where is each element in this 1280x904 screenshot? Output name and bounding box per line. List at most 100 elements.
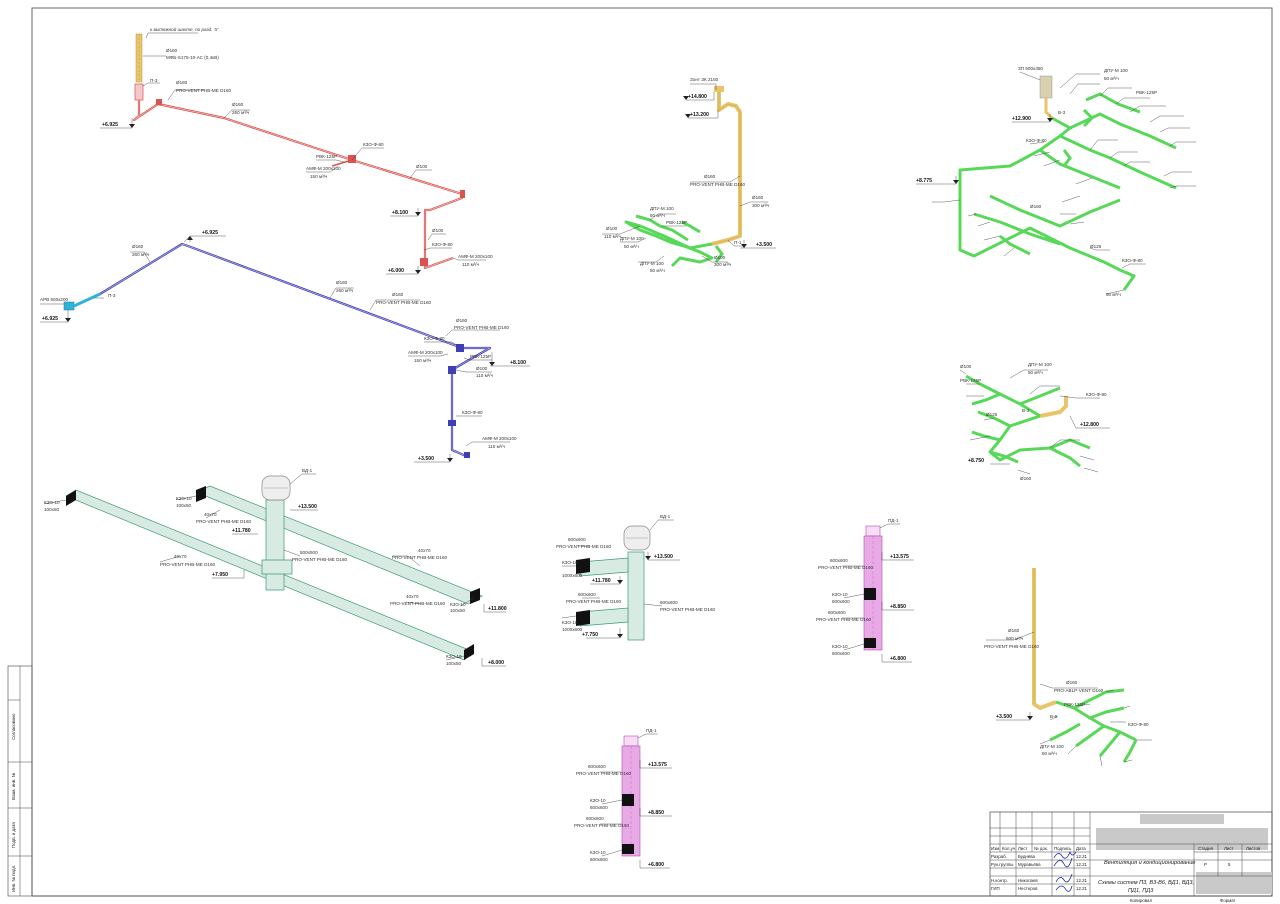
red-label-kzo-a: КЗО-Ф-80 — [363, 142, 384, 147]
pink1-label-kzo-b: КЗО-10 — [832, 644, 848, 649]
system-green-1: ЗП 500х350 +12.900 +8.775 КЗО-Ф-80 В-3 Д… — [916, 66, 1196, 297]
yellow-label-dpv-b: ДПУ-М 100 — [620, 236, 644, 241]
green1-level-a: +12.900 — [1012, 116, 1031, 122]
system-green-2: Ø100 ДПУ-М 100 50 м³/ч РВК-125Р В-3 +12.… — [959, 362, 1110, 481]
yellow-label-flow-a: 110 м³/ч — [604, 234, 622, 239]
yellow-label-flow-c: 50 м³/ч — [624, 244, 639, 249]
red-label-amf-b: АМФ-М 200х100 — [458, 254, 493, 259]
green3-label-dpv: ДПУ-М 100 — [1040, 744, 1064, 749]
tb-gip-name: Нестеров — [1018, 886, 1038, 891]
red-label-d160-a: Ø160 — [166, 48, 178, 53]
pink2-level-a: +13.575 — [648, 762, 667, 768]
green3-label-flow-b: 50 м³/ч — [1042, 751, 1057, 756]
blue-level-bot: +3.500 — [418, 456, 434, 462]
pink2-label-pro-b: PRO-VENT PHB-ME D160 — [574, 823, 629, 828]
duct1-label-size-i: 100х50 — [446, 661, 462, 666]
duct2-label-pro-c: PRO-VENT PHB-ME D160 — [660, 607, 715, 612]
blue-label-d160-d: Ø160 — [456, 318, 468, 323]
duct2-label-size-e: 1000х600 — [562, 627, 583, 632]
duct2-label-kzo-a: КЗО-10 — [562, 560, 578, 565]
system-red-exhaust: к вытяжной шахте, по разд. 'Х' Ø160 МФБ-… — [100, 26, 493, 275]
green2-label-d160: Ø160 — [1020, 476, 1032, 481]
green2-label-dpv: ДПУ-М 100 — [1028, 362, 1052, 367]
system-pink-1: ПД-1 +13.575 600х600 PRO-VENT PHB-ME D16… — [816, 518, 914, 663]
yellow-label-flow: 300 м³/ч — [752, 203, 770, 208]
green2-label-d125: Ø125 — [986, 412, 998, 417]
tb-stage-v: Р — [1204, 862, 1207, 867]
tb-lists-h: Листов — [1246, 846, 1261, 851]
red-level-bot: +6.000 — [388, 268, 404, 274]
system-blue-supply: АРВ 500х200 П-3 Ø160 260 м³/ч +6.925 +6.… — [40, 230, 530, 463]
duct2-level-b: +13.500 — [654, 554, 673, 560]
green2-level-a: +12.800 — [1080, 422, 1099, 428]
blue-level-left: +6.925 — [42, 316, 58, 322]
green3-label-d160-b: Ø160 — [1066, 680, 1078, 685]
green1-label-kzo-b: КЗО-Ф-80 — [1122, 258, 1143, 263]
pink2-label-size-d: 600х600 — [590, 857, 608, 862]
system-duct-2: 600х600 PRO-VENT PHB-ME D160 КЗО-10 1000… — [556, 514, 715, 641]
blue-label-kzo-a: КЗО-Ф-80 — [424, 336, 445, 341]
pink1-label-pro-a: PRO-VENT PHB-ME D160 — [818, 565, 873, 570]
side-stamp-cell-c: Подп. и дата — [11, 822, 16, 848]
pink1-label-size-c: 600х600 — [828, 610, 846, 615]
duct1-label-roof: ВД-1 — [302, 468, 313, 473]
duct2-label-size-c: 600х600 — [578, 592, 596, 597]
yellow-level-c: +3.500 — [756, 242, 772, 248]
pink1-level-c: +6.800 — [890, 656, 906, 662]
red-label-d160-b: Ø160 — [176, 80, 188, 85]
system-duct-1: КЗО-10 100х50 КЗО-10 100х50 40х70 PRO-VE… — [43, 468, 507, 667]
title-block-redacted-org — [1196, 872, 1272, 894]
yellow-label-flow-b: 50 м³/ч — [650, 213, 665, 218]
red-label-flow-b: 150 м³/ч — [310, 174, 328, 179]
duct1-label-size-b: 100х50 — [176, 503, 192, 508]
duct1-label-pro-c: PRO-VENT PHB-ME D160 — [160, 562, 215, 567]
green3-label-pro-b: PRO-ABLP-VENT D160 — [1054, 688, 1104, 693]
green1-label-flow: 50 м³/ч — [1104, 76, 1119, 81]
blue-label-arv: АРВ 500х200 — [40, 297, 69, 302]
duct2-label-size-b: 1000х600 — [562, 573, 583, 578]
yellow-label-d160-b: Ø160 — [752, 195, 764, 200]
blue-label-pro-a: PRO-VENT PHB-ME D160 — [376, 300, 431, 305]
duct2-label-roof: ВД-1 — [660, 514, 671, 519]
tb-rukov-role: Рук.группы — [991, 862, 1013, 867]
duct1-level-d: +11.800 — [488, 606, 507, 612]
tb-stage-h: Стадия — [1198, 846, 1214, 851]
blue-label-flow-b: 260 м³/ч — [336, 288, 354, 293]
red-label-pro-a: PRO-VENT PHB-ME D160 — [176, 88, 231, 93]
duct1-label-pro-b: PRO-VENT PHB-ME D160 — [292, 557, 347, 562]
title-block-redacted-code — [1096, 828, 1268, 850]
blue-label-d160-b: Ø160 — [336, 280, 348, 285]
system-yellow-exhaust: Зонт ЗК 2150 +14.800 +13.200 Ø160 PRO-VE… — [602, 77, 776, 273]
yellow-level-b: +13.200 — [690, 112, 709, 118]
yellow-label-d160: Ø160 — [704, 174, 716, 179]
tb-gip-date: 12.21 — [1076, 886, 1088, 891]
side-stamp-cell-d: Инв. № подл. — [11, 865, 16, 892]
duct2-label-kzo-b: КЗО-10 — [562, 620, 578, 625]
red-label-flow-c: 110 м³/ч — [462, 262, 480, 267]
red-main-duct — [132, 100, 464, 270]
tb-list-h: Лист — [1224, 846, 1234, 851]
green3-label-flow: 600 м³/ч — [1006, 636, 1024, 641]
duct1-label-pro-a: PRO-VENT PHB-ME D160 — [196, 519, 251, 524]
red-label-d100-b: Ø100 — [432, 228, 444, 233]
signature-gip — [1055, 885, 1073, 892]
pink1-label-top: ПД-1 — [888, 518, 899, 523]
blue-intake-grille — [63, 301, 75, 311]
green3-label-d160: Ø160 — [1008, 628, 1020, 633]
yellow-label-rvk: РВК-125Р — [666, 220, 687, 225]
red-label-d160-c: Ø160 — [232, 102, 244, 107]
red-label-kzo-b: КЗО-Ф-80 — [432, 242, 453, 247]
green1-label-rvk: РВК-125Р — [1136, 90, 1157, 95]
green2-level-b: +8.750 — [968, 458, 984, 464]
red-note-top: к вытяжной шахте, по разд. 'Х' — [150, 26, 219, 32]
blue-label-amf-b: АМФ-М 200х100 — [482, 436, 517, 441]
duct2-level-a: +11.780 — [592, 578, 611, 584]
tb-hdr-list: Лист — [1018, 846, 1028, 851]
green1-label-vk: В-3 — [1058, 110, 1066, 115]
green1-label-dpv: ДПУ-М 100 — [1104, 68, 1128, 73]
yellow-label-p1: П-1 — [734, 240, 742, 245]
red-level-mid: +8.100 — [392, 210, 408, 216]
green3-branches — [1055, 700, 1137, 742]
green1-label-kzo: КЗО-Ф-80 — [1026, 138, 1047, 143]
